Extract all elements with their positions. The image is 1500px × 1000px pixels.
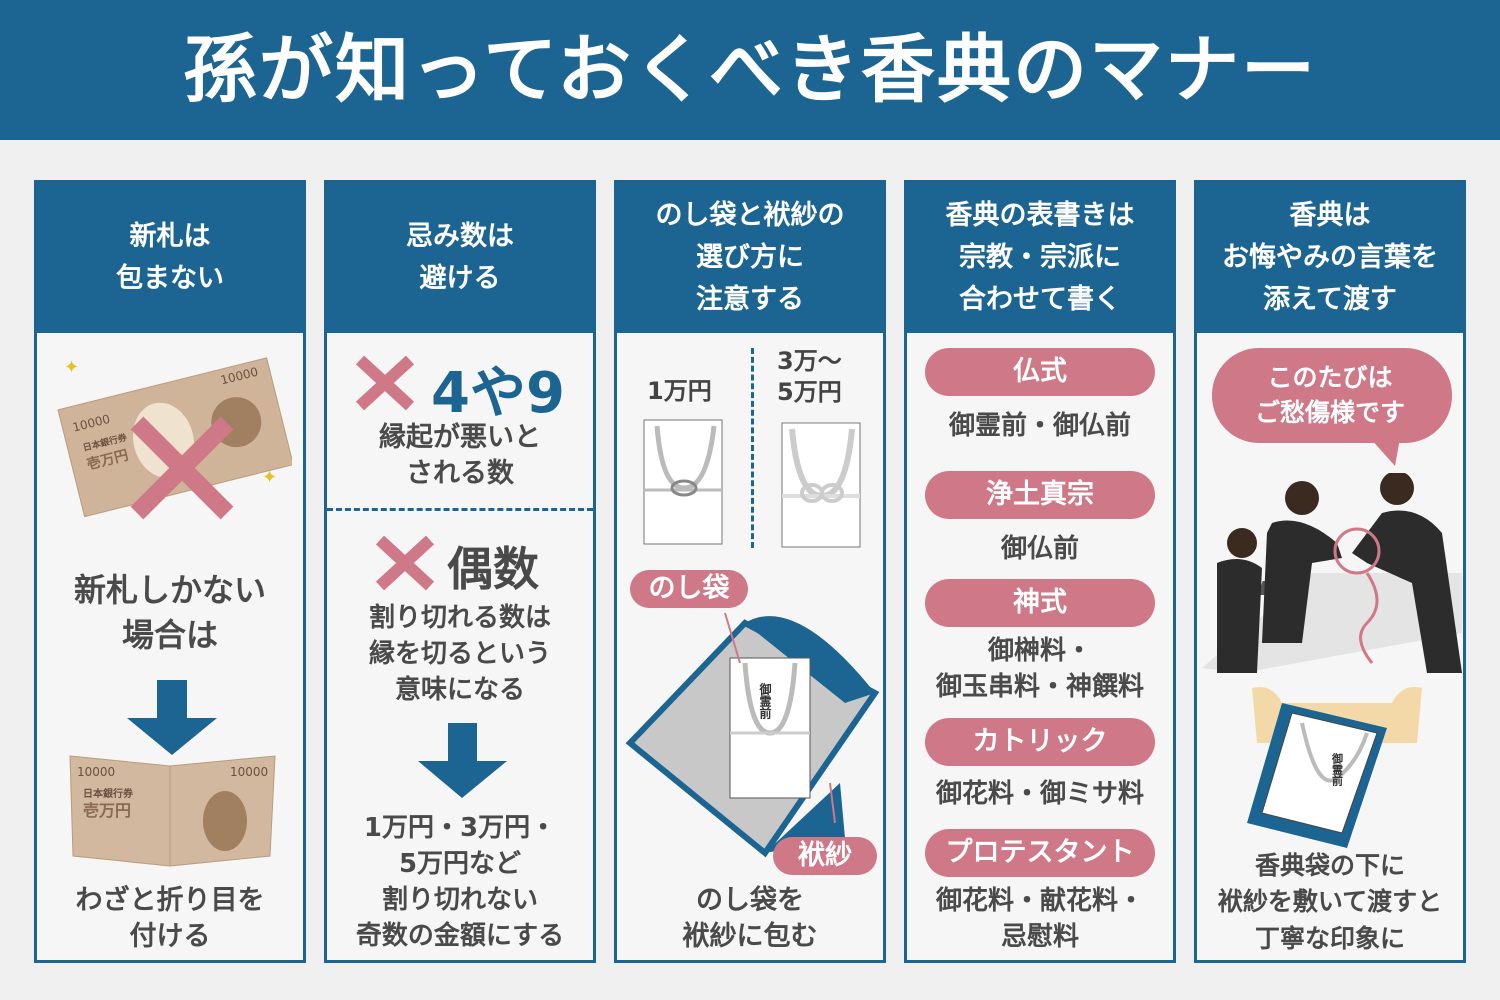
card-header: 忌み数は 避ける [327,183,593,333]
religion-pill-catholic: カトリック [925,718,1155,766]
card-text: 割り切れる数は 縁を切るという 意味になる [368,603,551,705]
x-mark-icon [130,416,234,520]
inscription-text: 御榊料・ 御玉串料・神饌料 [935,636,1144,703]
religion-pill-jodo-shinshu: 浄土真宗 [925,471,1155,519]
card-header: 香典の表書きは 宗教・宗派に 合わせて書く [907,183,1173,333]
label-noshi-bukuro: のし袋 [630,570,748,608]
card-new-bills: 新札は 包まない ✦ ✦ 10000 10000 日本銀行券 壱万円 新札しかな… [34,180,306,963]
card-inscriptions: 香典の表書きは 宗教・宗派に 合わせて書く 仏式 御霊前・御仏前 浄土真宗 御仏… [904,180,1176,963]
card-text: のし袋を 袱紗に包む [682,885,818,953]
inscription-text: 御花料・献花料・ 忌慰料 [935,886,1144,953]
bill-value: 10000 [77,765,115,779]
inscription-text: 御仏前 [1000,534,1079,564]
formal-envelope-illustration [781,422,861,548]
religion-pill-shinto: 神式 [925,579,1155,627]
x-mark-icon [355,355,415,411]
card-text: 香典袋の下に 袱紗を敷いて渡すと 丁寧な印象に [1217,851,1443,953]
arrow-down-icon [127,680,217,755]
handing-condolence-illustration [1202,473,1462,673]
bill-bank: 日本銀行券 [83,787,134,800]
envelope-label: 御霊前 [1331,752,1345,787]
card-header: のし袋と袱紗の 選び方に 注意する [617,183,883,333]
x-mark-icon [375,535,435,591]
page-title: 孫が知っておくべき香典のマナー [0,0,1500,140]
fukusa-wrapping-illustration: 御霊前 [625,612,880,858]
religion-pill-buddhist: 仏式 [925,348,1155,396]
card-condolence-words: 香典は お悔やみの言葉を 添えて渡す このたびは ご愁傷様です 御霊前 香典袋の… [1194,180,1466,963]
card-text: 縁起が悪いと される数 [379,422,541,490]
card-text: 1万円・3万円・ 5万円など 割り切れない 奇数の金額にする [355,813,565,951]
inscription-text: 御霊前・御仏前 [948,411,1131,441]
simple-envelope-illustration [643,419,723,545]
amount-large: 3万〜 5万円 [777,347,842,407]
sparkle-icon: ✦ [262,467,277,488]
amount-small: 1万円 [647,377,712,405]
card-envelope-fukusa: のし袋と袱紗の 選び方に 注意する 1万円 3万〜 5万円 御霊前 のし袋 袱紗… [614,180,886,963]
envelope-on-fukusa-illustration: 御霊前 [1247,687,1422,848]
folded-bill-illustration: 10000 10000 日本銀行券 壱万円 [69,755,276,867]
arrow-down-icon [418,723,507,798]
sparkle-icon: ✦ [64,357,79,378]
card-unlucky-numbers: 忌み数は 避ける 4や9 縁起が悪いと される数 偶数 割り切れる数は 縁を切る… [324,180,596,963]
inscription-text: 御花料・御ミサ料 [935,779,1144,809]
bill-value: 10000 [230,765,268,779]
card-text: 新札しかない 場合は [73,571,266,654]
label-fukusa: 袱紗 [773,837,877,875]
card-header: 新札は 包まない [37,183,303,333]
divider [327,508,593,511]
speech-bubble [1212,348,1452,466]
card-header: 香典は お悔やみの言葉を 添えて渡す [1197,183,1463,333]
card-text: わざと折り目を 付ける [75,885,265,953]
divider [751,348,754,548]
ng-even: 偶数 [447,542,539,596]
bill-amount: 壱万円 [83,801,131,820]
religion-pill-protestant: プロテスタント [925,829,1155,877]
bubble-text: このたびは ご愁傷様です [1254,363,1405,427]
ng-numbers: 4や9 [431,361,565,426]
envelope-label: 御霊前 [758,682,772,720]
bill-with-x-illustration: ✦ ✦ 10000 10000 日本銀行券 壱万円 [57,357,292,520]
